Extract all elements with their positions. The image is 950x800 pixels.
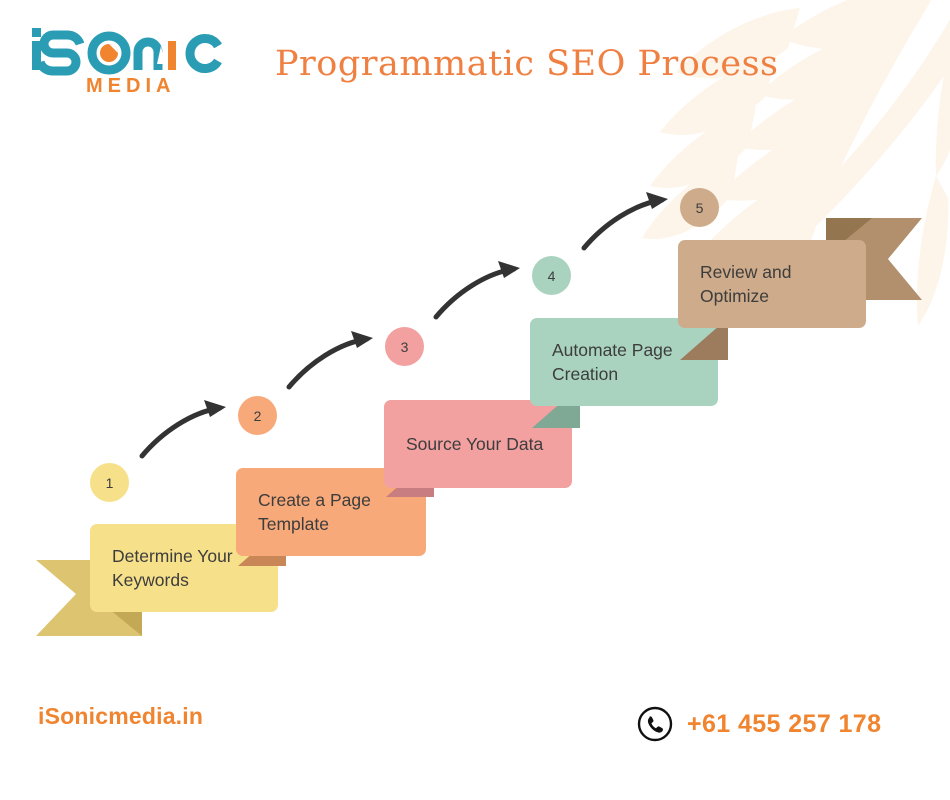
step-2-number: 2	[238, 396, 277, 435]
step-5-label: Review and Optimize	[700, 262, 792, 306]
step-1-number: 1	[90, 463, 129, 502]
step-5-banner[interactable]: Review and Optimize	[678, 240, 866, 328]
step-5-fold	[680, 318, 728, 360]
step-4-label: Automate Page Creation	[552, 340, 673, 384]
phone-number: +61 455 257 178	[687, 709, 882, 738]
arrow-1-to-2-icon	[139, 400, 226, 459]
isonic-media-logo: MEDIA	[32, 28, 222, 96]
website-link[interactable]: iSonicmedia.in	[38, 703, 204, 729]
step-3-label: Source Your Data	[406, 434, 544, 454]
svg-text:MEDIA: MEDIA	[86, 75, 175, 96]
step-2-label: Create a Page Template	[258, 490, 371, 534]
step-3-number: 3	[385, 327, 424, 366]
phone-icon	[637, 706, 673, 742]
step-4-number-text: 4	[547, 267, 556, 284]
step-5-number-text: 5	[695, 199, 704, 216]
step-5-number: 5	[680, 188, 719, 227]
step-1-number-text: 1	[105, 474, 114, 491]
arrow-4-to-5-icon	[581, 192, 668, 251]
step-4-number: 4	[532, 256, 571, 295]
step-2-number-text: 2	[253, 407, 262, 424]
page-title: Programmatic SEO Process	[275, 44, 779, 84]
phone-block[interactable]: +61 455 257 178	[637, 706, 881, 742]
arrow-3-to-4-icon	[433, 261, 520, 320]
step-4-banner[interactable]: Automate Page Creation	[530, 318, 718, 406]
arrow-2-to-3-icon	[286, 331, 373, 390]
step-1-label: Determine Your Keywords	[112, 546, 233, 590]
step-3-banner[interactable]: Source Your Data	[384, 400, 572, 488]
step-3-number-text: 3	[400, 338, 409, 355]
